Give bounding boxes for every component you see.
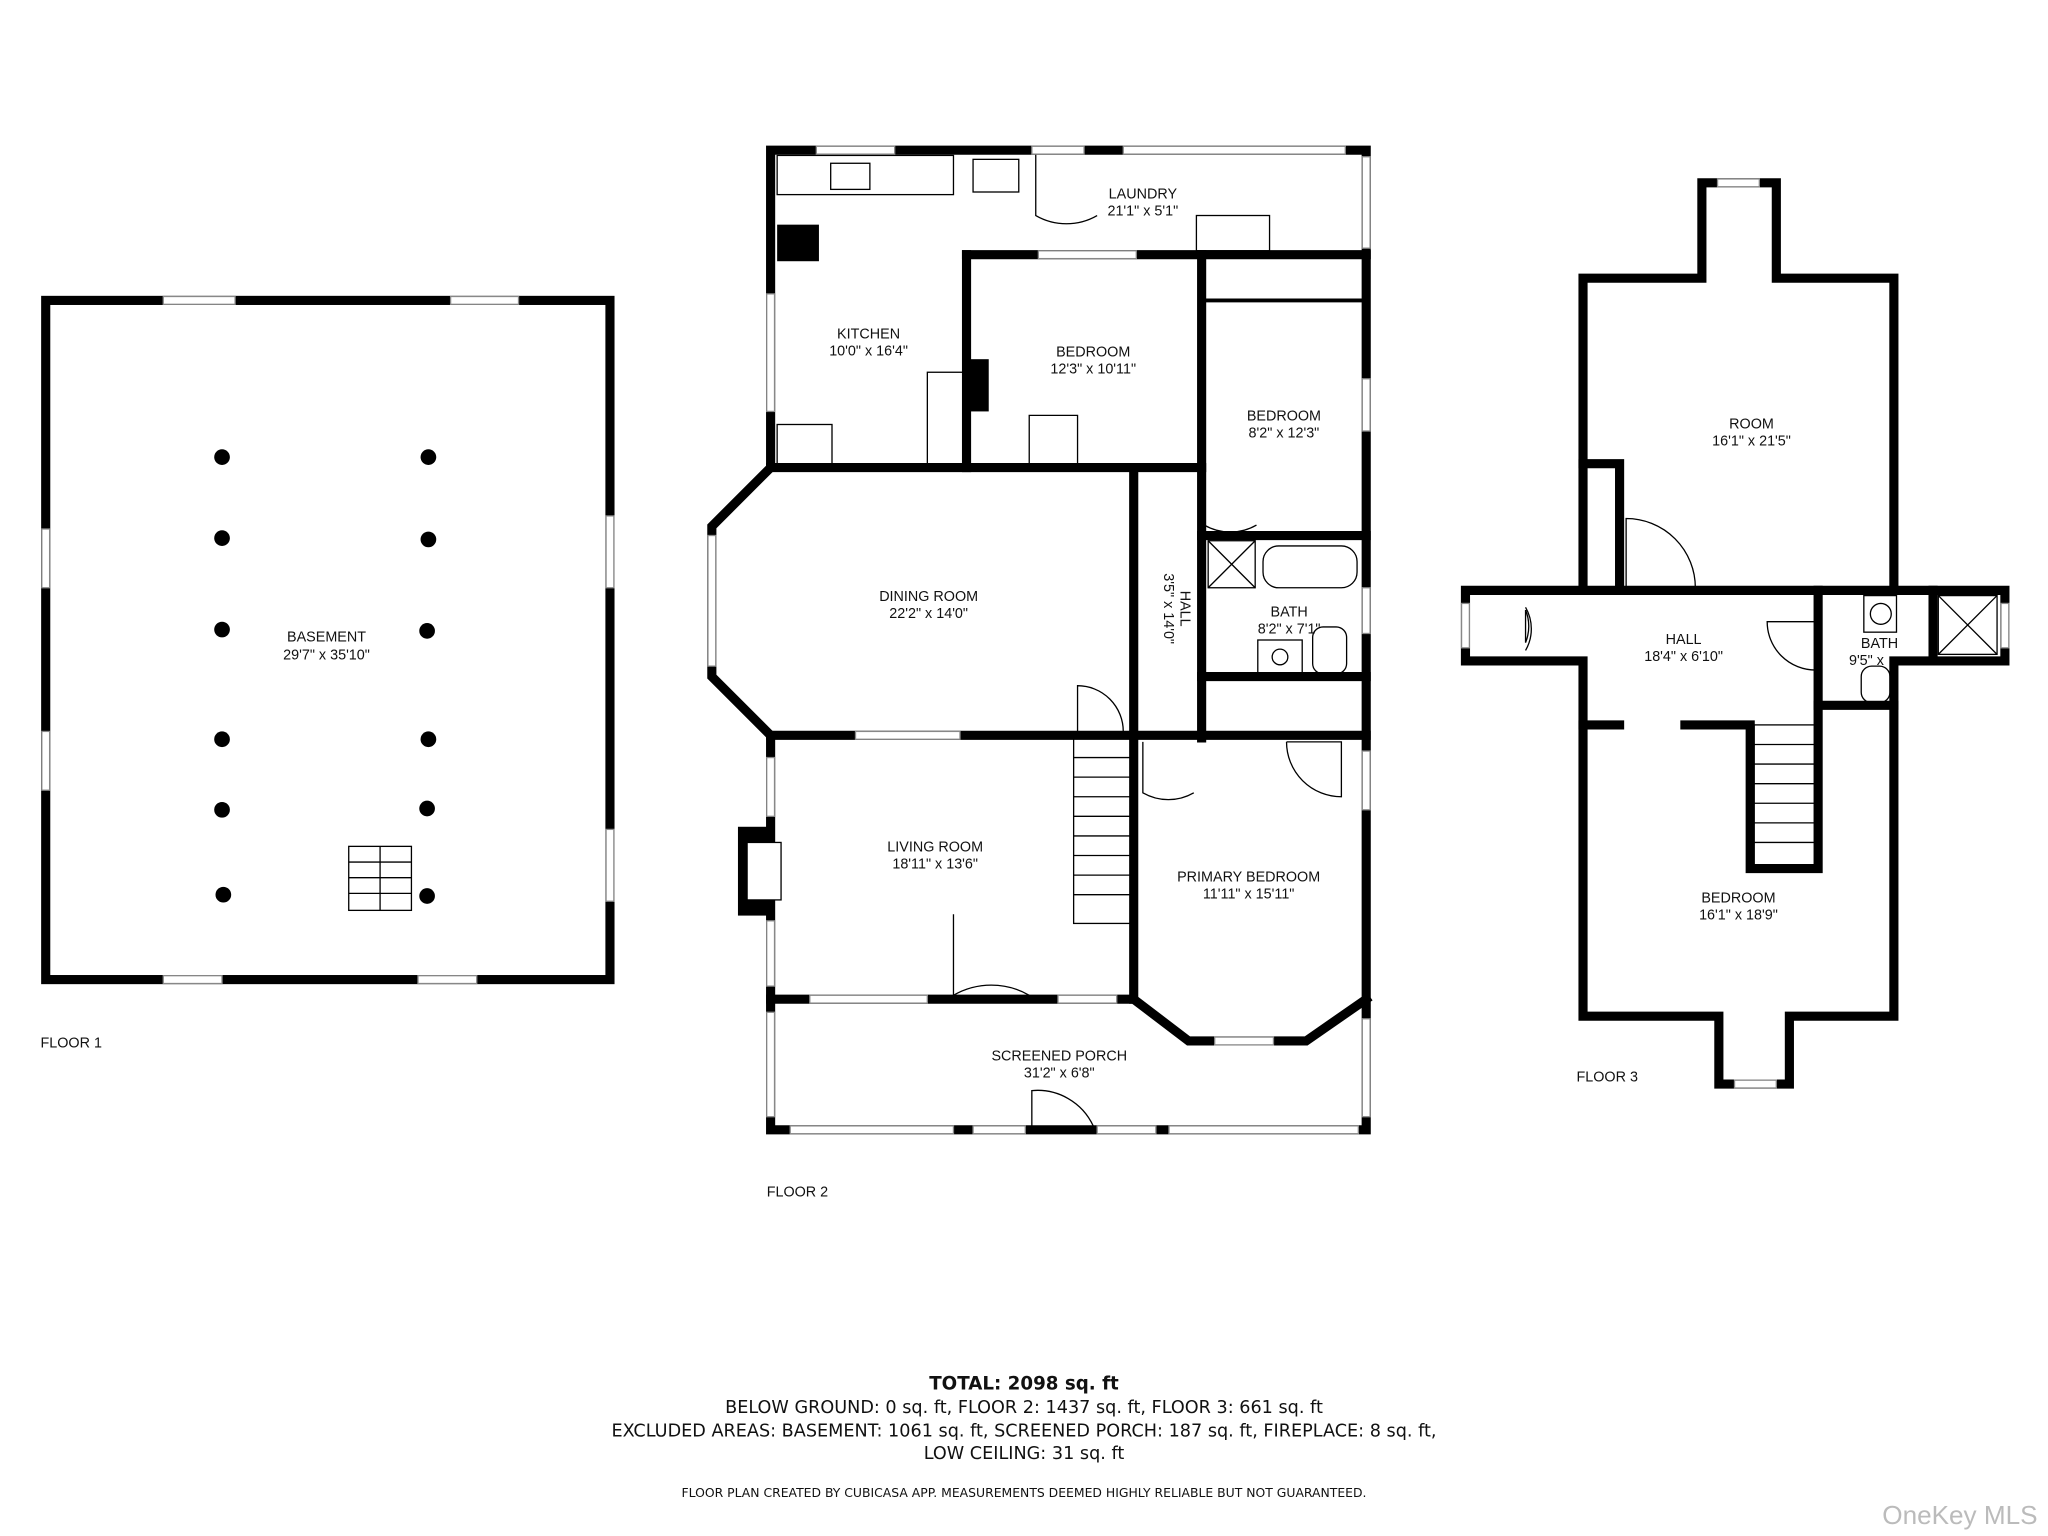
room-name: PRIMARY BEDROOM — [1177, 870, 1320, 886]
doors — [952, 154, 1343, 1127]
stairs — [1072, 737, 1132, 925]
room-size: 22'2" x 14'0" — [889, 606, 968, 622]
room-name: HALL — [1666, 632, 1702, 648]
floor-label: FLOOR 3 — [1576, 1069, 1637, 1085]
room-name: BATH — [1861, 636, 1898, 652]
room-size: 3'5" x 14'0" — [1160, 573, 1176, 644]
kitchen-fixtures — [776, 154, 1271, 465]
room-name: DINING ROOM — [879, 589, 978, 605]
room-name: BEDROOM — [1056, 345, 1130, 361]
floor-3-bath-fixtures — [1860, 594, 1998, 704]
floor-label: FLOOR 2 — [767, 1184, 828, 1200]
basement-stairs — [348, 845, 413, 912]
basement-windows — [41, 295, 615, 985]
support-columns — [214, 449, 437, 904]
watermark: OneKey MLS — [1882, 1500, 2037, 1530]
room-size: 16'1" x 21'5" — [1712, 433, 1791, 449]
room-name: BATH — [1271, 604, 1308, 620]
room-size: 12'3" x 10'11" — [1050, 362, 1136, 378]
floor-3-plan: ROOM 16'1" x 21'5" HALL 18'4" x 6'10" BA… — [1460, 178, 2010, 1089]
floor-3-interior-walls — [1578, 459, 1938, 874]
floor-label: FLOOR 1 — [40, 1036, 101, 1052]
total-area: TOTAL: 2098 sq. ft — [929, 1374, 1119, 1395]
room-size: 18'4" x 6'10" — [1644, 649, 1723, 665]
low-ceiling: LOW CEILING: 31 sq. ft — [924, 1444, 1125, 1464]
room-name: BASEMENT — [287, 629, 366, 645]
floor-3-windows — [1460, 178, 2010, 1089]
room-name: ROOM — [1729, 416, 1774, 432]
room-name: LAUNDRY — [1109, 187, 1178, 203]
excluded-areas: EXCLUDED AREAS: BASEMENT: 1061 sq. ft, S… — [612, 1422, 1437, 1442]
room-size: 8'2" x 12'3" — [1249, 426, 1320, 442]
basement-walls — [41, 295, 615, 985]
room-name: LIVING ROOM — [887, 840, 983, 856]
floor-1-plan: BASEMENT 29'7" x 35'10" FLOOR 1 — [40, 295, 615, 1052]
room-name: KITCHEN — [837, 326, 900, 342]
room-name: HALL — [1177, 591, 1193, 627]
bath-fixtures — [1207, 540, 1358, 675]
area-breakdown: BELOW GROUND: 0 sq. ft, FLOOR 2: 1437 sq… — [725, 1398, 1323, 1418]
floor-3-exterior-walls — [1460, 178, 2010, 1089]
room-size: 16'1" x 18'9" — [1699, 908, 1778, 924]
room-name: BEDROOM — [1701, 891, 1775, 907]
floor-2-windows — [707, 145, 1371, 1135]
disclaimer: FLOOR PLAN CREATED BY CUBICASA APP. MEAS… — [681, 1485, 1366, 1500]
floor-3-doors — [1524, 517, 1816, 671]
room-size: 9'5" x — [1849, 653, 1885, 669]
room-size: 10'0" x 16'4" — [829, 343, 908, 359]
area-summary: TOTAL: 2098 sq. ft BELOW GROUND: 0 sq. f… — [612, 1374, 1437, 1500]
room-size: 11'11" x 15'11" — [1203, 887, 1295, 903]
floor-2-plan: LAUNDRY 21'1" x 5'1" KITCHEN 10'0" x 16'… — [707, 145, 1373, 1200]
room-size: 21'1" x 5'1" — [1107, 204, 1178, 220]
room-size: 8'2" x 7'1" — [1258, 621, 1321, 637]
floor-3-stairs — [1753, 724, 1817, 867]
room-name: BEDROOM — [1247, 409, 1321, 425]
room-name: SCREENED PORCH — [991, 1049, 1127, 1065]
room-size: 31'2" x 6'8" — [1024, 1066, 1095, 1082]
room-size: 29'7" x 35'10" — [283, 648, 370, 664]
room-size: 18'11" x 13'6" — [892, 857, 978, 873]
